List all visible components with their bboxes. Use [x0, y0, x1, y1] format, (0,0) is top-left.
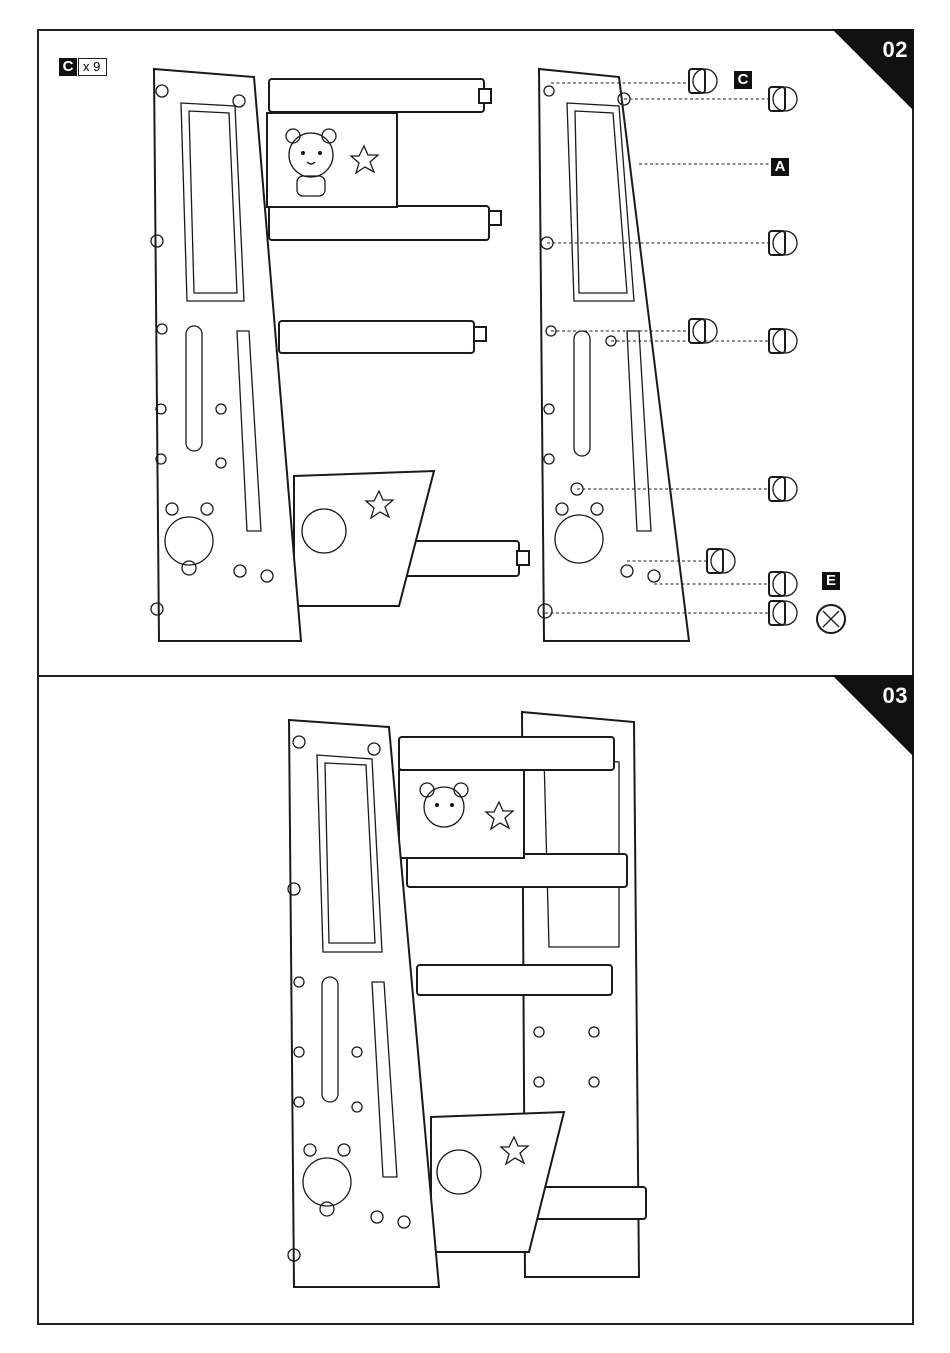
- label-part-e: E: [822, 572, 840, 590]
- cam-bolt-icon: [689, 69, 797, 625]
- label-part-c: C: [734, 71, 752, 89]
- lower-step-board: [294, 471, 434, 606]
- label-part-a: A: [771, 158, 789, 176]
- cam-lock-nut-icon: [817, 605, 845, 633]
- assembly-left-illustration: [39, 31, 459, 671]
- back-board: [267, 113, 397, 207]
- step-02-panel: 02 C x 9: [37, 29, 914, 677]
- step-03-panel: 03: [37, 675, 914, 1325]
- assembled-tower-illustration: [39, 677, 916, 1327]
